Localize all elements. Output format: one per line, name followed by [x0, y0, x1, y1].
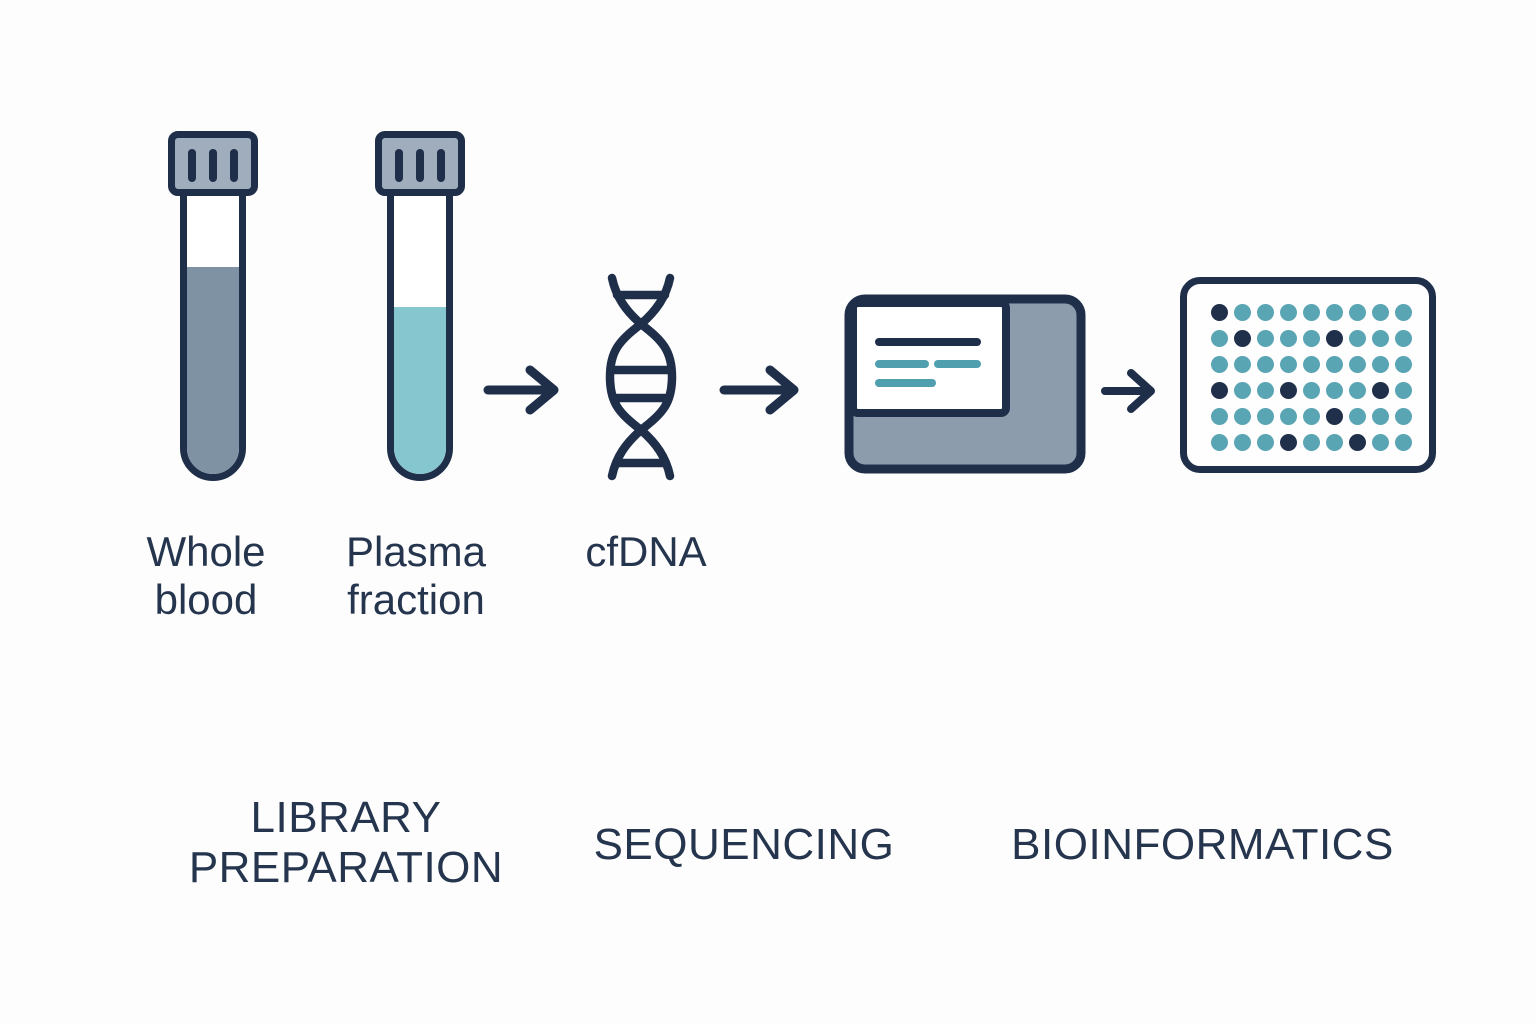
well-dot	[1349, 356, 1366, 373]
whole-blood-label-line1: Whole	[146, 528, 266, 575]
well-dot	[1280, 330, 1297, 347]
well-dot	[1326, 382, 1343, 399]
well-dot	[1303, 304, 1320, 321]
well-dot	[1326, 434, 1343, 451]
well-dot	[1234, 330, 1251, 347]
whole-blood-label-line2: blood	[154, 576, 258, 623]
well-dot	[1372, 434, 1389, 451]
plate-row	[1211, 356, 1412, 373]
well-dot	[1395, 304, 1412, 321]
well-dot	[1372, 304, 1389, 321]
plate-row	[1211, 434, 1412, 451]
well-dot	[1234, 408, 1251, 425]
cap-slot	[437, 149, 445, 182]
plasma-fraction-tube	[387, 158, 453, 481]
well-dot	[1395, 434, 1412, 451]
stage-label-line1: LIBRARY	[250, 793, 442, 842]
well-dot	[1395, 330, 1412, 347]
cfdna-label: cfDNA	[585, 528, 707, 575]
flow-arrow-icon	[1101, 369, 1155, 413]
cap-slot	[416, 149, 424, 182]
plasma-fraction-label-line2: fraction	[347, 576, 485, 623]
well-dot	[1349, 330, 1366, 347]
well-dot	[1395, 356, 1412, 373]
well-dot	[1349, 408, 1366, 425]
well-dot	[1211, 304, 1228, 321]
well-dot	[1257, 304, 1274, 321]
well-dot	[1257, 382, 1274, 399]
well-dot	[1280, 382, 1297, 399]
whole-blood-tube	[180, 158, 246, 481]
sequencer-screen	[849, 299, 1010, 417]
well-dot	[1303, 408, 1320, 425]
sequencer-icon	[844, 294, 1086, 474]
cap-slot	[395, 149, 403, 182]
plate-row	[1211, 382, 1412, 399]
plasma-fraction-label-line1: Plasma	[345, 528, 487, 575]
flow-arrow-icon	[719, 365, 799, 415]
well-dot	[1211, 434, 1228, 451]
plate-row	[1211, 304, 1412, 321]
stage-label-library-preparation: LIBRARY PREPARATION	[126, 793, 566, 893]
well-dot	[1257, 408, 1274, 425]
well-dot	[1372, 382, 1389, 399]
whole-blood-liquid	[187, 266, 239, 474]
well-dot	[1280, 356, 1297, 373]
well-dot	[1303, 356, 1320, 373]
well-dot	[1280, 408, 1297, 425]
well-dot	[1349, 304, 1366, 321]
well-dot	[1326, 304, 1343, 321]
well-dot	[1211, 330, 1228, 347]
well-dot	[1372, 330, 1389, 347]
microplate-grid	[1211, 304, 1412, 451]
well-dot	[1211, 382, 1228, 399]
well-dot	[1395, 382, 1412, 399]
plasma-fraction-tube-cap-icon	[375, 131, 465, 196]
cap-slot	[230, 149, 238, 182]
well-dot	[1303, 434, 1320, 451]
well-dot	[1257, 434, 1274, 451]
microplate-icon	[1180, 277, 1436, 473]
well-dot	[1234, 434, 1251, 451]
well-dot	[1326, 356, 1343, 373]
well-dot	[1372, 408, 1389, 425]
well-dot	[1349, 434, 1366, 451]
whole-blood-label: Whole blood	[86, 528, 326, 624]
plasma-fraction-label: Plasma fraction	[296, 528, 536, 624]
well-dot	[1257, 356, 1274, 373]
plate-row	[1211, 408, 1412, 425]
well-dot	[1280, 304, 1297, 321]
well-dot	[1326, 408, 1343, 425]
cap-slot	[209, 149, 217, 182]
well-dot	[1303, 330, 1320, 347]
well-dot	[1280, 434, 1297, 451]
stage-label-bioinformatics: BIOINFORMATICS	[1011, 820, 1394, 869]
well-dot	[1326, 330, 1343, 347]
well-dot	[1211, 408, 1228, 425]
whole-blood-tube-cap-icon	[168, 131, 258, 196]
well-dot	[1257, 330, 1274, 347]
cap-slot	[188, 149, 196, 182]
stage-label-line2: PREPARATION	[188, 843, 504, 892]
well-dot	[1395, 408, 1412, 425]
well-dot	[1234, 304, 1251, 321]
dna-helix-icon	[605, 273, 677, 481]
well-dot	[1349, 382, 1366, 399]
well-dot	[1372, 356, 1389, 373]
well-dot	[1211, 356, 1228, 373]
well-dot	[1234, 382, 1251, 399]
well-dot	[1303, 382, 1320, 399]
plate-row	[1211, 330, 1412, 347]
plasma-liquid	[394, 307, 446, 474]
well-dot	[1234, 356, 1251, 373]
flow-arrow-icon	[483, 365, 559, 415]
stage-label-sequencing: SEQUENCING	[593, 820, 895, 869]
